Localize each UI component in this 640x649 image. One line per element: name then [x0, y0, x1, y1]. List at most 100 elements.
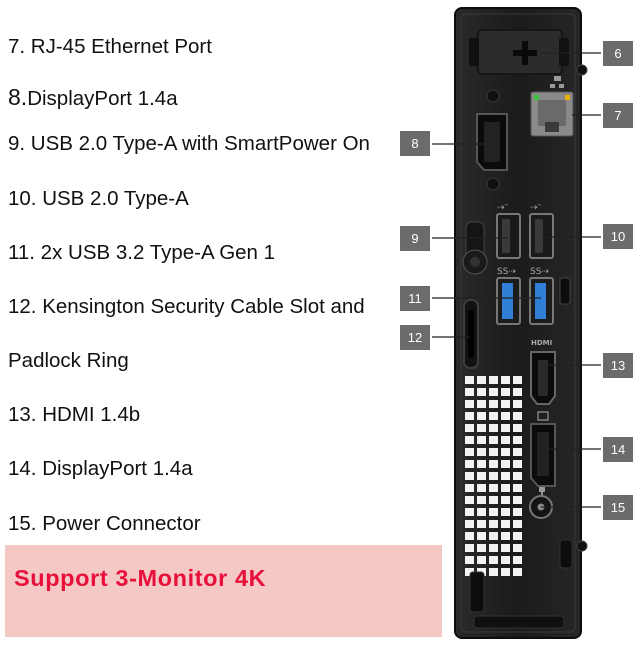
- vent-slot: [489, 496, 498, 504]
- feature-label: DisplayPort 1.4a: [27, 87, 178, 110]
- vent-slot: [477, 508, 486, 516]
- vent-slot: [489, 568, 498, 576]
- plus-icon: [513, 41, 537, 65]
- power-connector: [529, 495, 553, 519]
- vent-slot: [477, 484, 486, 492]
- feature-usb2: 10. USB 2.0 Type-A: [8, 187, 189, 210]
- vent-slot: [465, 568, 474, 576]
- vent-slot: [501, 412, 510, 420]
- displayport-icon: [537, 411, 549, 421]
- vent-slot: [477, 376, 486, 384]
- banner-text: Support 3-Monitor 4K: [14, 565, 267, 591]
- callout-11: 11: [400, 286, 430, 311]
- vent-slot: [489, 436, 498, 444]
- vent-slot: [489, 412, 498, 420]
- callout-9: 9: [400, 226, 430, 251]
- rj45-ethernet-port: [530, 91, 574, 137]
- displayport-port-8: [476, 113, 508, 171]
- vent-slot: [513, 568, 522, 576]
- vent-slot: [489, 400, 498, 408]
- vent-slot: [477, 448, 486, 456]
- vent-slot: [477, 424, 486, 432]
- vent-slot: [489, 520, 498, 528]
- callout-8: 8: [400, 131, 430, 156]
- vent-slot: [477, 460, 486, 468]
- vent-slot: [489, 460, 498, 468]
- vent-slot: [513, 544, 522, 552]
- vent-slot: [489, 388, 498, 396]
- vent-grid: [465, 376, 522, 576]
- promo-banner: Support 3-Monitor 4K: [5, 545, 442, 637]
- callout-6: 6: [603, 41, 633, 66]
- vent-slot: [477, 556, 486, 564]
- vent-slot: [513, 376, 522, 384]
- vent-slot: [501, 448, 510, 456]
- vent-slot: [489, 556, 498, 564]
- vent-slot: [513, 496, 522, 504]
- vent-slot: [501, 556, 510, 564]
- usb-icon: ⇢ᵔ: [530, 203, 542, 213]
- vent-slot: [489, 532, 498, 540]
- vent-slot: [465, 544, 474, 552]
- feature-usb2-smartpower: 9. USB 2.0 Type-A with SmartPower On: [8, 132, 370, 155]
- vent-slot: [465, 436, 474, 444]
- vent-slot: [477, 400, 486, 408]
- vent-slot: [501, 424, 510, 432]
- vent-slot: [477, 544, 486, 552]
- vent-slot: [489, 472, 498, 480]
- vent-slot: [465, 508, 474, 516]
- vent-slot: [513, 484, 522, 492]
- vent-slot: [501, 388, 510, 396]
- callout-10: 10: [603, 224, 633, 249]
- vent-slot: [489, 508, 498, 516]
- vent-slot: [513, 460, 522, 468]
- vent-slot: [513, 532, 522, 540]
- callout-15: 15: [603, 495, 633, 520]
- vent-slot: [477, 520, 486, 528]
- leader-lines: [432, 52, 601, 508]
- vent-slot: [513, 400, 522, 408]
- top-cover-plate: [477, 29, 563, 75]
- vent-slot: [513, 556, 522, 564]
- vent-slot: [477, 532, 486, 540]
- vent-slot: [465, 388, 474, 396]
- feature-usb3: 11. 2x USB 3.2 Type-A Gen 1: [8, 241, 276, 264]
- padlock-ring: [463, 299, 479, 369]
- vent-slot: [513, 412, 522, 420]
- vent-slot: [477, 568, 486, 576]
- vent-slot: [465, 472, 474, 480]
- cable-holder: [462, 221, 488, 275]
- chassis: [454, 7, 582, 639]
- vent-slot: [513, 388, 522, 396]
- displayport-port-14: [530, 423, 556, 487]
- vent-slot: [465, 460, 474, 468]
- callout-12: 12: [400, 325, 430, 350]
- vent-slot: [513, 436, 522, 444]
- callout-7: 7: [603, 103, 633, 128]
- usb2-port-10: [529, 213, 554, 259]
- vent-slot: [513, 520, 522, 528]
- vent-slot: [477, 388, 486, 396]
- usb3-port-right: [529, 277, 554, 325]
- vent-slot: [477, 412, 486, 420]
- feature-displayport-14: 14. DisplayPort 1.4a: [8, 457, 193, 480]
- usb-icon: ⇢ᵔ: [497, 203, 509, 213]
- vent-slot: [489, 544, 498, 552]
- usb3-port-left: [496, 277, 521, 325]
- vent-slot: [501, 460, 510, 468]
- feature-number: 8.: [8, 84, 28, 110]
- usb2-port-9: [496, 213, 521, 259]
- vent-slot: [513, 424, 522, 432]
- feature-displayport-8: 8.DisplayPort 1.4a: [8, 86, 178, 110]
- vent-slot: [465, 448, 474, 456]
- vent-slot: [465, 520, 474, 528]
- feature-rj45: 7. RJ-45 Ethernet Port: [8, 35, 212, 58]
- vent-slot: [477, 436, 486, 444]
- vent-slot: [465, 496, 474, 504]
- vent-slot: [489, 424, 498, 432]
- feature-power: 15. Power Connector: [8, 512, 201, 535]
- vent-slot: [501, 496, 510, 504]
- feature-kensington: 12. Kensington Security Cable Slot and: [8, 295, 365, 318]
- network-icon: [550, 76, 564, 88]
- vent-slot: [489, 484, 498, 492]
